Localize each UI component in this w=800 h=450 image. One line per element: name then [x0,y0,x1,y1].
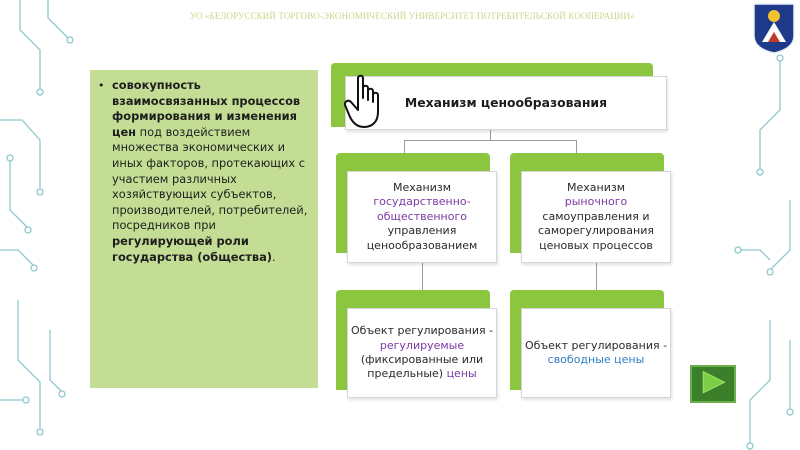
definition-box: • совокупность взаимосвязанных процессов… [90,70,318,388]
connector-right-down [576,140,577,153]
right-object-highlight: свободные цены [547,353,645,366]
left-mechanism-line1: Механизм [393,180,451,194]
right-mechanism-box: Механизм рыночного самоуправления и само… [521,171,671,263]
left-object-text: Объект регулирования - регулируемые (фик… [348,324,496,382]
left-object-box: Объект регулирования - регулируемые (фик… [347,308,497,398]
university-emblem-icon [753,3,795,54]
definition-end-punct: . [271,249,276,264]
connector-left-object [422,263,423,290]
university-header: УО «БЕЛОРУССКИЙ ТОРГОВО-ЭКОНОМИЧЕСКИЙ УН… [190,11,635,21]
right-mechanism-text: Механизм рыночного самоуправления и само… [522,181,670,253]
root-mechanism-box: Механизм ценообразования [345,76,667,130]
next-slide-button[interactable] [690,365,736,403]
definition-bold-end: регулирующей роли государства (общества) [112,233,272,264]
left-mechanism-highlight: государственно-общественного [373,195,471,223]
left-mechanism-rest: управления ценообразованием [366,224,478,252]
left-object-middle: (фиксированные или предельные) [360,353,484,381]
definition-text: совокупность взаимосвязанных процессов ф… [112,78,312,265]
left-object-highlight: регулируемые [379,338,465,352]
connector-right-object [596,263,597,290]
connector-left-down [404,140,405,153]
hand-pointer-icon [344,74,379,128]
play-next-icon [702,370,726,394]
right-mechanism-rest: самоуправления и саморегулирования ценов… [538,209,654,252]
left-object-suffix: цены [446,367,477,381]
left-mechanism-text: Механизм государственно-общественного уп… [348,181,496,253]
connector-horizontal [404,140,576,141]
left-mechanism-box: Механизм государственно-общественного уп… [347,171,497,263]
right-mechanism-highlight: рыночного [564,195,628,209]
root-mechanism-label: Механизм ценообразования [404,94,608,110]
connector-root-down [490,130,491,140]
definition-bold-start: совокупность взаимосвязанных процессов ф… [112,78,301,139]
left-object-prefix: Объект регулирования - [350,324,494,338]
right-mechanism-line1: Механизм [567,180,625,194]
definition-normal: под воздействием множества экономических… [112,124,308,233]
right-object-box: Объект регулирования - свободные цены [521,308,671,398]
right-object-text: Объект регулирования - свободные цены [525,339,667,368]
bullet-marker: • [98,79,105,92]
right-object-prefix: Объект регулирования - [524,338,668,352]
